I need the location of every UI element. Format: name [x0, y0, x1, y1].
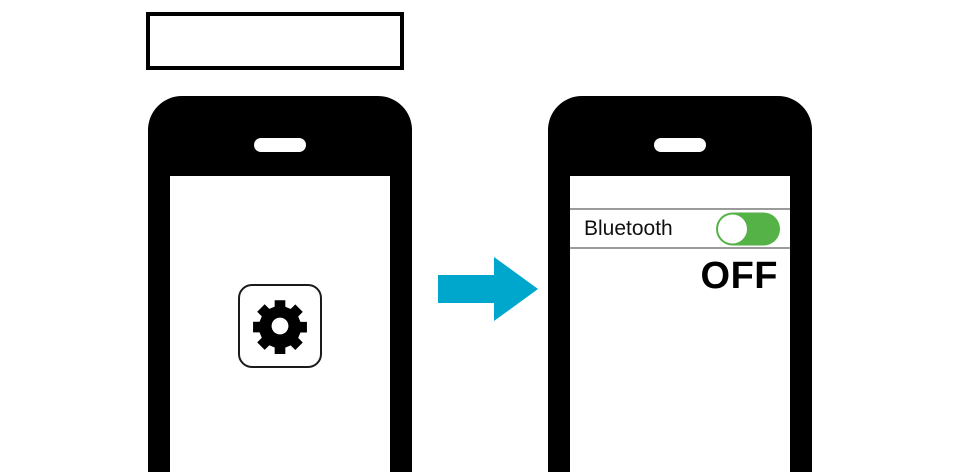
phone-right: Bluetooth OFF: [548, 96, 812, 472]
earpiece-speaker-icon: [254, 138, 306, 152]
settings-row-bluetooth[interactable]: Bluetooth: [570, 208, 790, 249]
phone-left: [148, 96, 412, 472]
gear-icon: [252, 298, 308, 354]
bluetooth-toggle-switch[interactable]: [716, 212, 780, 245]
settings-row-label-bluetooth: Bluetooth: [584, 216, 673, 240]
phone-right-screen: Bluetooth OFF: [570, 176, 790, 472]
arrow-right-icon: [438, 257, 538, 321]
earpiece-speaker-icon: [654, 138, 706, 152]
bluetooth-toggle-knob: [718, 214, 747, 243]
caption-box: [146, 12, 404, 70]
settings-app-icon-button[interactable]: [238, 284, 322, 368]
settings-list-header-spacer: [570, 176, 790, 208]
bluetooth-status-label: OFF: [700, 255, 778, 297]
phone-left-screen: [170, 176, 390, 472]
caption-box-text: [150, 16, 400, 66]
